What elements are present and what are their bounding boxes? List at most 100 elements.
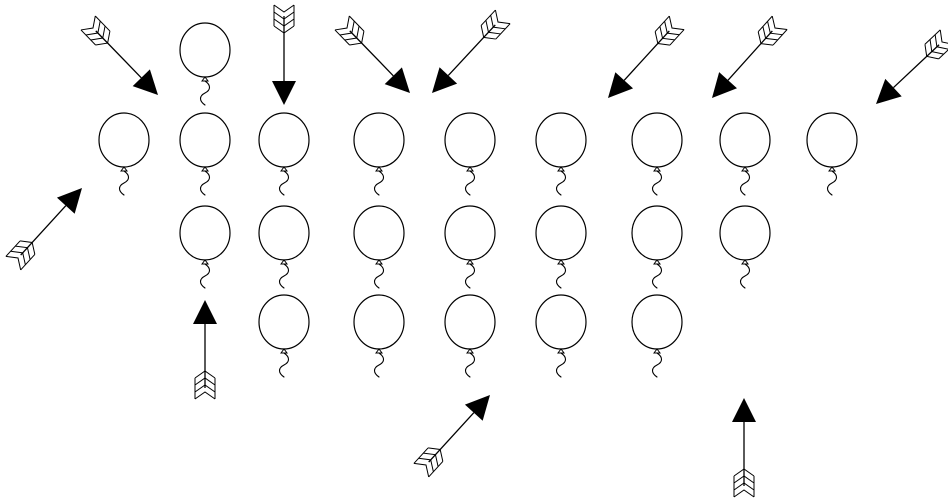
balloon-knot — [202, 167, 208, 171]
balloon-knot — [558, 260, 564, 264]
balloon-string — [828, 171, 837, 195]
arrow-icon — [732, 398, 756, 497]
balloon-icon — [632, 295, 682, 377]
balloon-icon — [445, 206, 495, 288]
balloon-body — [354, 113, 404, 167]
balloon-string — [653, 353, 662, 377]
arrow-shaft — [350, 31, 394, 76]
balloon-knot — [281, 167, 287, 171]
arrowhead — [57, 188, 82, 214]
balloon-knot — [281, 349, 287, 353]
balloon-string — [653, 264, 662, 288]
arrow-icon — [6, 188, 82, 270]
balloon-icon — [180, 206, 230, 288]
balloon-body — [180, 206, 230, 260]
balloon-knot — [558, 167, 564, 171]
balloon-string — [201, 264, 210, 288]
balloon-body — [720, 113, 770, 167]
balloon-body — [445, 113, 495, 167]
balloon-knot — [654, 349, 660, 353]
balloon-knot — [654, 167, 660, 171]
balloon-string — [201, 171, 210, 195]
balloon-body — [536, 295, 586, 349]
balloon-icon — [354, 113, 404, 195]
balloon-knot — [467, 349, 473, 353]
arrow-shaft — [893, 45, 939, 88]
arrowhead — [193, 300, 217, 324]
balloon-body — [445, 295, 495, 349]
balloon-body — [632, 206, 682, 260]
arrowhead — [432, 67, 457, 93]
arrow-icon — [712, 16, 787, 98]
balloon-string — [280, 171, 289, 195]
balloon-knot — [467, 167, 473, 171]
balloon-string — [466, 171, 475, 195]
balloon-icon — [180, 23, 230, 105]
balloon-knot — [742, 167, 748, 171]
arrowhead — [608, 72, 633, 98]
balloon-body — [354, 206, 404, 260]
arrow-fletching — [758, 16, 787, 45]
balloon-string — [466, 264, 475, 288]
balloon-icon — [259, 113, 309, 195]
balloon-icon — [354, 295, 404, 377]
balloon-knot — [654, 260, 660, 264]
balloon-knot — [202, 77, 208, 81]
balloon-body — [632, 295, 682, 349]
balloon-knot — [829, 167, 835, 171]
balloon-string — [557, 171, 566, 195]
arrowhead — [732, 398, 756, 422]
balloon-knot — [376, 349, 382, 353]
balloon-string — [741, 171, 750, 195]
balloon-icon — [354, 206, 404, 288]
arrow-icon — [335, 16, 410, 93]
balloon-icon — [720, 206, 770, 288]
balloon-knot — [376, 260, 382, 264]
balloon-icon — [632, 113, 682, 195]
balloon-string — [280, 264, 289, 288]
arrow-icon — [81, 16, 158, 95]
balloon-icon — [180, 113, 230, 195]
arrowhead — [712, 72, 737, 98]
arrowhead — [272, 81, 296, 105]
balloon-string — [741, 264, 750, 288]
balloon-body — [99, 113, 149, 167]
balloon-knot — [281, 260, 287, 264]
balloon-body — [354, 295, 404, 349]
balloon-knot — [376, 167, 382, 171]
balloon-string — [653, 171, 662, 195]
balloon-icon — [259, 295, 309, 377]
balloon-icon — [807, 113, 857, 195]
arrow-icon — [272, 5, 296, 105]
balloon-body — [259, 206, 309, 260]
balloon-string — [201, 81, 210, 105]
balloon-body — [445, 206, 495, 260]
balloon-body — [807, 113, 857, 167]
balloon-knot — [467, 260, 473, 264]
balloon-icon — [536, 113, 586, 195]
balloon-icon — [720, 113, 770, 195]
balloon-body — [536, 206, 586, 260]
balloon-icon — [536, 206, 586, 288]
balloon-icon — [445, 295, 495, 377]
balloon-string — [375, 171, 384, 195]
balloon-body — [259, 295, 309, 349]
arrow-icon — [876, 30, 948, 104]
balloon-knot — [202, 260, 208, 264]
balloon-string — [375, 353, 384, 377]
arrow-icon — [432, 10, 510, 93]
arrow-icon — [193, 300, 217, 399]
balloon-string — [557, 264, 566, 288]
balloon-body — [259, 113, 309, 167]
balloon-string — [280, 353, 289, 377]
balloon-body — [180, 23, 230, 77]
arrowhead — [465, 395, 490, 421]
balloon-body — [180, 113, 230, 167]
balloon-knot — [121, 167, 127, 171]
balloon-body — [720, 206, 770, 260]
balloon-icon — [445, 113, 495, 195]
balloon-string — [557, 353, 566, 377]
balloon-knot — [558, 349, 564, 353]
balloon-icon — [259, 206, 309, 288]
